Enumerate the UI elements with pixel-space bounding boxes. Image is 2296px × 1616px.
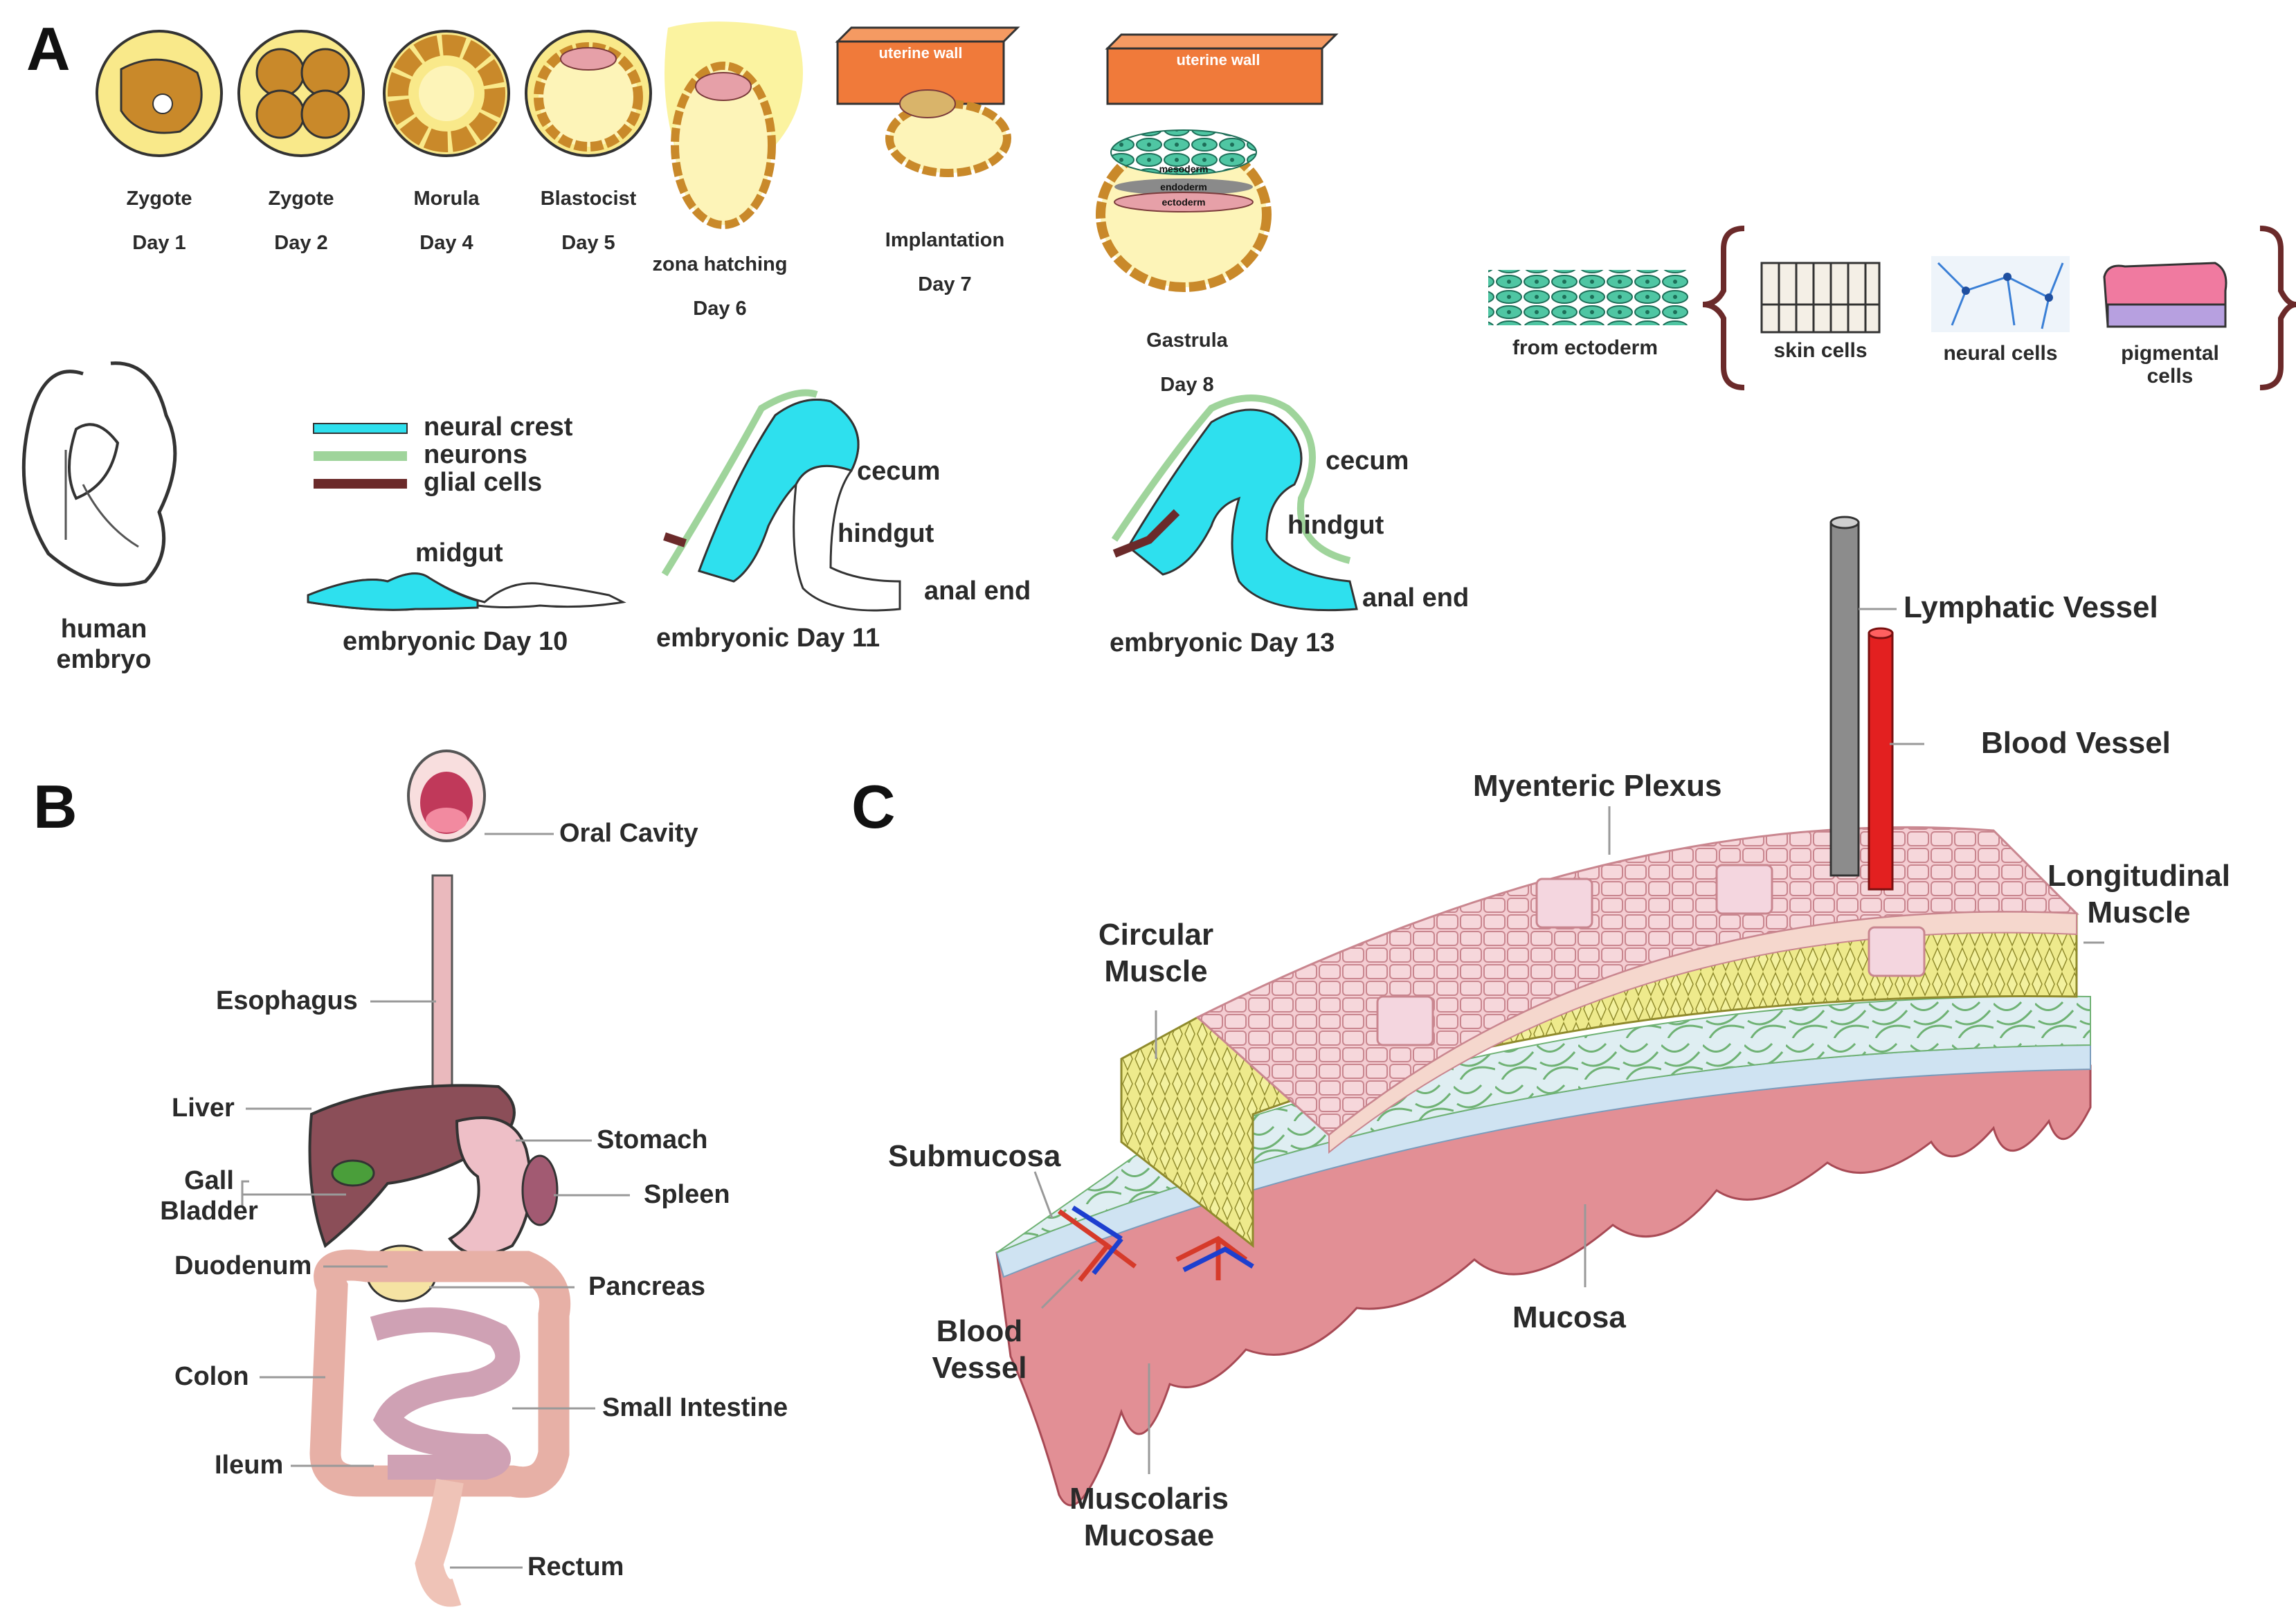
neural-cells-drawing <box>1931 256 2070 332</box>
uterine-wall-label-day8: uterine wall <box>1176 51 1260 69</box>
skin-cells-drawing <box>1760 262 1881 334</box>
longitudinal-muscle-drawing <box>1195 826 2079 1154</box>
human-embryo-drawing <box>21 361 177 587</box>
liver-label: Liver <box>172 1093 235 1123</box>
stage-name: zona hatching <box>652 253 788 275</box>
small-intestine-label: Small Intestine <box>602 1393 788 1422</box>
circular-muscle-label: Circular Muscle <box>1098 918 1214 988</box>
from-ectoderm-label: from ectoderm <box>1512 336 1658 359</box>
stage-day: Day 7 <box>918 273 972 296</box>
anal-end-label-day11: anal end <box>924 577 1031 606</box>
oral-cavity-label: Oral Cavity <box>559 819 698 848</box>
stage-label-zygote-day2: Zygote Day 2 <box>253 166 350 276</box>
day11-label: embryonic Day 11 <box>656 624 880 653</box>
day13-label: embryonic Day 13 <box>1110 628 1335 657</box>
muscolaris-mucosae-label: Muscolaris Mucosae <box>1069 1482 1229 1552</box>
legend-neural-crest: neural crest <box>424 412 573 442</box>
gut-day13-drawing <box>1111 394 1358 612</box>
myenteric-plexus-label: Myenteric Plexus <box>1473 769 1722 803</box>
stomach-drawing <box>448 1116 532 1256</box>
hindgut-label-day13: hindgut <box>1287 511 1384 540</box>
pancreas-label: Pancreas <box>588 1272 706 1301</box>
stage-day: Day 1 <box>132 231 186 254</box>
duodenum-label: Duodenum <box>174 1251 312 1280</box>
stage-name: Morula <box>413 187 480 210</box>
hindgut-label-day11: hindgut <box>838 519 934 548</box>
cecum-label-day11: cecum <box>857 457 941 486</box>
gut-day10-drawing <box>307 572 626 611</box>
lymphatic-vessel-drawing <box>1829 516 1860 877</box>
gall-bladder-label: Gall Bladder <box>160 1166 258 1226</box>
colon-drawing <box>309 1249 571 1498</box>
stage-name: Zygote <box>268 187 334 210</box>
lymphatic-vessel-label: Lymphatic Vessel <box>1904 590 2158 624</box>
derivatives-brackets <box>1702 226 2296 390</box>
rectum-label: Rectum <box>527 1552 624 1581</box>
gastrula-day8-drawing <box>1096 33 1339 292</box>
day10-label: embryonic Day 10 <box>343 627 568 656</box>
spleen-label: Spleen <box>644 1180 730 1209</box>
stomach-label: Stomach <box>597 1125 708 1154</box>
stage-label-zygote-day1: Zygote Day 1 <box>111 166 208 276</box>
stage-label-morula-day4: Morula Day 4 <box>398 166 495 276</box>
ectoderm-cells-drawing <box>1488 270 1689 325</box>
esophagus-label: Esophagus <box>216 986 358 1015</box>
stage-day: Day 8 <box>1160 373 1214 396</box>
stage-day: Day 5 <box>561 231 615 254</box>
stage-label-blastocist-day5: Blastocist Day 5 <box>533 166 644 276</box>
colon-label: Colon <box>174 1362 249 1391</box>
stage-name: Zygote <box>126 187 192 210</box>
panel-letter-a: A <box>26 15 71 83</box>
midgut-label: midgut <box>415 538 503 568</box>
stage-name: Gastrula <box>1146 329 1228 352</box>
anal-end-label-day13: anal end <box>1362 583 1470 612</box>
zygote-day2-drawing <box>237 30 365 157</box>
ileum-label: Ileum <box>215 1451 284 1480</box>
endoderm-label: endoderm <box>1160 181 1207 192</box>
human-embryo-label: human embryo <box>56 615 152 674</box>
blood-vessel-bottom-label: Blood Vessel <box>932 1314 1027 1385</box>
mucosa-label: Mucosa <box>1512 1300 1626 1334</box>
zygote-day1-drawing <box>96 30 223 157</box>
legend-glial-cells: glial cells <box>424 468 543 497</box>
uterine-wall-label-day7: uterine wall <box>878 44 963 62</box>
spleen-drawing <box>521 1154 559 1226</box>
stage-name: Blastocist <box>540 187 637 210</box>
stage-label-zona-hatching-day6: zona hatching Day 6 <box>640 232 799 342</box>
esophagus-drawing <box>431 874 453 1105</box>
small-intestine-drawing <box>370 1307 521 1480</box>
pigmental-cells-label: pigmental cells <box>2121 342 2219 388</box>
gut-day11-drawing <box>661 389 901 612</box>
implantation-day7-drawing <box>835 26 1020 177</box>
panel-letter-b: B <box>33 772 78 841</box>
blastocist-day5-drawing <box>525 30 652 157</box>
legend-neurons: neurons <box>424 440 527 469</box>
blood-vessel-bottom-drawing <box>1057 1206 1254 1282</box>
blood-vessel-top-drawing <box>1868 627 1894 891</box>
stage-label-implantation-day7: Implantation Day 7 <box>876 208 1014 318</box>
submucosa-label: Submucosa <box>888 1139 1061 1173</box>
stage-day: Day 2 <box>274 231 328 254</box>
stage-label-gastrula-day8: Gastrula Day 8 <box>1128 308 1246 418</box>
stage-day: Day 6 <box>693 297 747 320</box>
panel-letter-c: C <box>851 772 896 841</box>
zona-hatching-day6-drawing <box>665 21 803 229</box>
skin-cells-label: skin cells <box>1773 339 1868 362</box>
gall-bladder-drawing <box>331 1159 375 1187</box>
pigmental-cells-drawing <box>2103 262 2227 328</box>
morula-day4-drawing <box>383 30 510 157</box>
ectoderm-label: ectoderm <box>1161 197 1206 208</box>
legend-swatches <box>313 423 408 489</box>
stage-day: Day 4 <box>419 231 473 254</box>
cecum-label-day13: cecum <box>1326 446 1409 475</box>
leader-lines <box>241 608 2104 1569</box>
blood-vessel-top-label: Blood Vessel <box>1981 726 2171 760</box>
stage-name: Implantation <box>885 228 1005 251</box>
oral-cavity-drawing <box>407 750 486 842</box>
neural-cells-label: neural cells <box>1943 342 2058 365</box>
rectum-drawing <box>415 1478 464 1607</box>
longitudinal-muscle-label: Longitudinal Muscle <box>2048 859 2230 929</box>
mesoderm-label: mesoderm <box>1159 163 1209 174</box>
